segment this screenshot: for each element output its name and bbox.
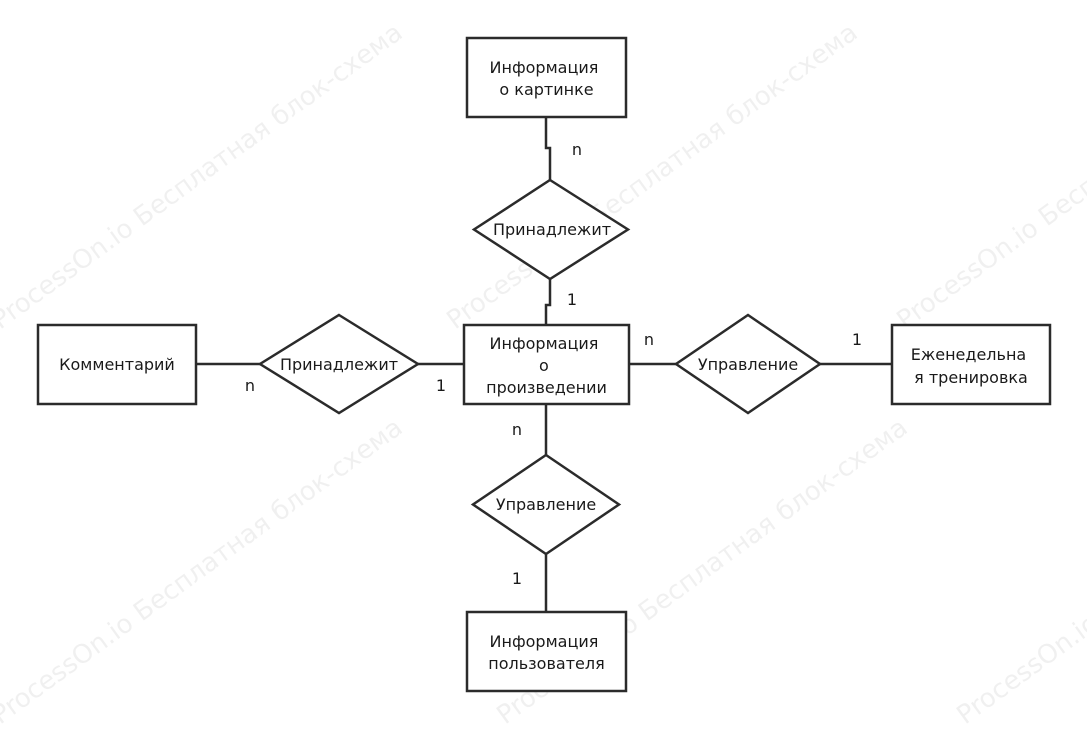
entity-label: Комментарий	[59, 355, 175, 374]
watermark: ProcessOn.io Бесплатная блок-схема	[0, 18, 408, 336]
entity-label: Еженедельна я тренировка	[911, 345, 1032, 387]
connectors	[196, 117, 892, 612]
cardinality-left-work: 1	[436, 376, 446, 395]
watermark: ProcessOn.io Бесплатная блок-схема	[0, 413, 408, 729]
cardinality-bottom-work: n	[512, 420, 522, 439]
cardinality-bottom-user: 1	[512, 569, 522, 588]
connector-picture-top	[544, 117, 552, 180]
watermark: ProcessOn.io Бесплатная блок-схема	[891, 18, 1087, 336]
relationship-bottom[interactable]: Управление	[470, 453, 622, 556]
entity-weekly-training[interactable]: Еженедельна я тренировка	[890, 323, 1052, 406]
connector-top-work	[544, 279, 552, 325]
cardinality-top-picture: n	[572, 140, 582, 159]
relationship-label: Управление	[496, 495, 596, 514]
entity-user-info[interactable]: Информация пользователя	[465, 610, 628, 693]
entity-label: Информация о картинке	[490, 58, 604, 99]
relationship-left[interactable]: Принадлежит	[257, 313, 421, 415]
entity-label: Информация пользователя	[488, 632, 604, 673]
cardinality-right-work: n	[644, 330, 654, 349]
entity-picture-info[interactable]: Информация о картинке	[465, 36, 628, 119]
relationship-label: Принадлежит	[493, 220, 611, 239]
cardinality-left-comment: n	[245, 376, 255, 395]
watermark: ProcessOn.io Бесплатная блок-схема	[951, 413, 1087, 729]
relationship-label: Принадлежит	[280, 355, 398, 374]
cardinalities: n 1 n 1 n 1 n 1	[245, 140, 862, 588]
relationship-label: Управление	[698, 355, 798, 374]
relationship-top[interactable]: Принадлежит	[471, 178, 631, 281]
entity-work-info[interactable]: Информация о произведении	[462, 323, 631, 406]
cardinality-right-weekly: 1	[852, 330, 862, 349]
entity-label: Информация о произведении	[486, 334, 607, 397]
cardinality-top-work: 1	[567, 290, 577, 309]
entity-comment[interactable]: Комментарий	[36, 323, 198, 406]
relationship-right[interactable]: Управление	[673, 313, 823, 415]
